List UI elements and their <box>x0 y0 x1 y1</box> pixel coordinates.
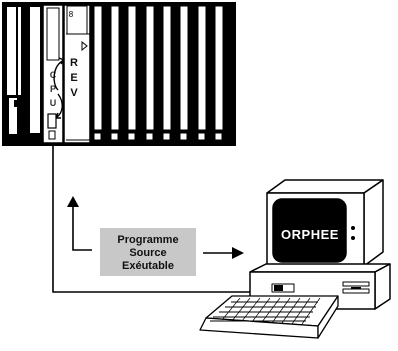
download-arrow <box>203 247 244 259</box>
keyboard <box>199 295 339 339</box>
transfer-line-2: Source <box>129 247 166 259</box>
transfer-box: Programme Source Exéutable <box>100 228 196 276</box>
connection-cable <box>52 146 257 293</box>
cpu-letter-u: U <box>50 98 57 108</box>
monitor <box>266 179 384 267</box>
cpu-module: C P U <box>42 4 64 144</box>
io-slot-connectors <box>93 132 223 141</box>
io-slots <box>93 5 224 131</box>
rev-letter-r: R <box>70 57 78 69</box>
cpu-rev-exchange-arrows <box>53 57 65 119</box>
rev-module: 8 R E V <box>63 4 91 144</box>
power-supply-module <box>7 7 40 134</box>
screen-text: ORPHEE <box>281 227 339 242</box>
upload-arrow <box>67 196 92 251</box>
rev-indicator-triangle <box>81 40 88 52</box>
slot-marker: 8 <box>69 10 74 19</box>
transfer-line-1: Programme <box>117 234 178 246</box>
transfer-line-3: Exéutable <box>122 260 174 272</box>
screen-label-bg <box>278 224 341 244</box>
rev-letter-v: V <box>70 87 78 99</box>
computer: ORPHEE <box>199 179 391 339</box>
cpu-letter-p: P <box>50 84 56 94</box>
cpu-letter-c: C <box>50 70 57 80</box>
plc-rack: C P U 8 R E V <box>2 2 236 146</box>
rev-letter-e: E <box>70 72 77 84</box>
